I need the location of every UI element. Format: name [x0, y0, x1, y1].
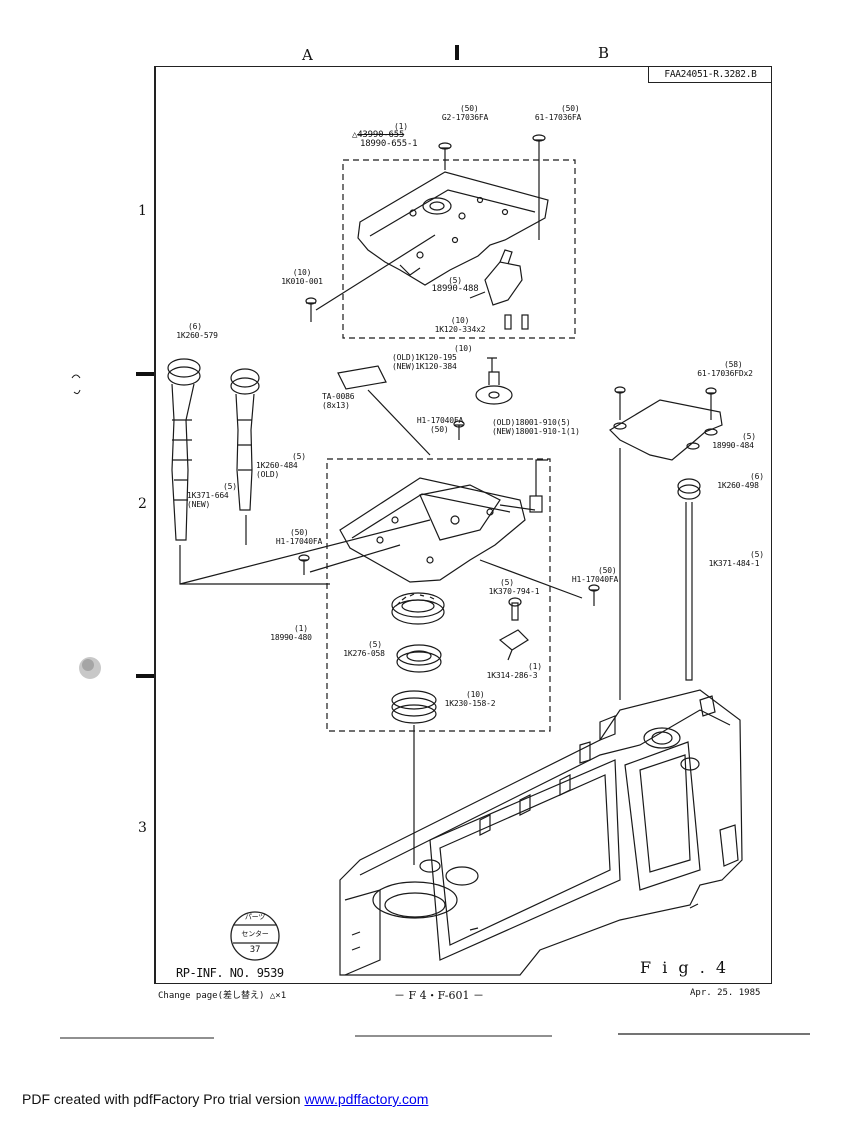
- row-label-1: 1: [138, 203, 147, 219]
- document-id-box: FAA24051-R.3282.B: [648, 67, 772, 83]
- part-label-17: (6)1K260-498: [717, 472, 764, 490]
- part-label-13: (5)1K371-664(NEW): [187, 482, 237, 509]
- part-label-19: (5)1K370-794-1: [488, 578, 540, 596]
- rp-info-number: RP-INF. NO. 9539: [176, 966, 284, 980]
- column-label-b: B: [598, 44, 610, 62]
- part-label-18: (5)1K371-484-1: [708, 550, 764, 568]
- part-label-12: (5)1K260-484(OLD): [256, 452, 306, 479]
- part-label-14: (50)H1-17040FA: [275, 528, 323, 546]
- stamp-line-2: センター: [241, 930, 269, 938]
- part-label-11: (OLD)18001-910(5)(NEW)18001-910-1(1): [492, 418, 580, 436]
- diagram-frame: [154, 66, 772, 984]
- column-label-a: A: [302, 46, 313, 64]
- row-label-3: 3: [138, 820, 147, 836]
- part-label-9: TA-0086(8x13): [322, 392, 355, 410]
- change-page-note: Change page(差し替え) △×1: [158, 991, 287, 1001]
- pdf-creator-line: PDF created with pdfFactory Pro trial ve…: [22, 1091, 428, 1107]
- part-label-3: (1) △43990-655 18990-655-1: [352, 122, 418, 149]
- page-number: － F 4・F-601 －: [394, 989, 484, 1002]
- pdf-creator-text: PDF created with pdfFactory Pro trial ve…: [22, 1091, 305, 1107]
- part-label-8: (10) (OLD)1K120-195(NEW)1K120-384: [392, 344, 473, 371]
- part-label-4: (10)1K010-001: [281, 268, 323, 286]
- row-label-2: 2: [138, 496, 147, 512]
- part-label-7: (6)1K260-579: [176, 322, 218, 340]
- part-label-2: (50)61-17036FA: [534, 104, 582, 122]
- document-date: Apr. 25. 1985: [690, 988, 761, 998]
- part-label-15: (58)61-17036FDx2: [697, 360, 753, 378]
- part-label-5: (5)18990-488: [431, 276, 479, 294]
- part-label-21: (1)18990-480: [270, 624, 312, 642]
- part-label-1: (50)G2-17036FA: [441, 104, 489, 122]
- figure-label: F i g . 4: [640, 958, 730, 977]
- stamp-line-1: パーツ: [244, 913, 266, 921]
- part-label-10: H1-17040FA(50): [416, 416, 464, 434]
- part-label-23: (1)1K314-286-3: [486, 662, 542, 680]
- part-label-24: (10)1K230-158-2: [444, 690, 496, 708]
- part-label-22: (5)1K276-058: [343, 640, 385, 658]
- part-label-16: (5)18990-484: [712, 432, 756, 450]
- part-label-6: (10)1K120-334x2: [434, 316, 486, 334]
- pdffactory-link[interactable]: www.pdffactory.com: [304, 1091, 429, 1107]
- part-label-20: (50)H1-17040FA: [571, 566, 619, 584]
- stamp-line-3: 37: [249, 945, 261, 955]
